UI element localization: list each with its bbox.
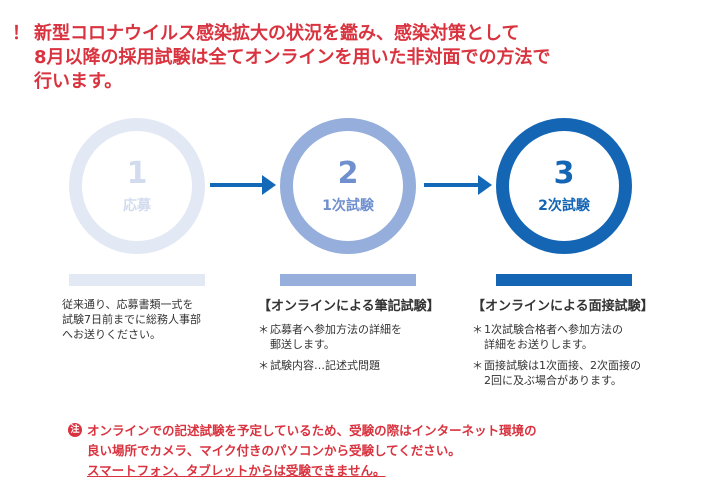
footer-line-2: 良い場所でカメラ、マイク付きのパソコンから受験してください。 — [87, 443, 461, 458]
arrow-right-icon — [210, 175, 276, 195]
asterisk-icon: ＊ — [258, 359, 269, 372]
footer-line-3: スマートフォン、タブレットからは受験できません。 — [87, 463, 386, 478]
footer-line-1: オンラインでの記述試験を予定しているため、受験の際はインターネット環境の — [87, 423, 537, 438]
step-3-bar — [496, 274, 632, 286]
step-1-description: 従来通り、応募書類一式を 試験7日前までに総務人事部 へお送りください。 — [62, 297, 201, 342]
step-1-text-line: 従来通り、応募書類一式を — [62, 298, 194, 311]
bullet-line: 2回に及ぶ場合があります。 — [484, 374, 622, 387]
exclamation-icon: ！ — [12, 23, 30, 44]
footer-note: 注 オンラインでの記述試験を予定しているため、受験の際はインターネット環境の 良… — [68, 421, 688, 481]
step-3-bullet: ＊ 1次試験合格者へ参加方法の 詳細をお送りします。 — [472, 322, 654, 352]
step-2-heading: 【オンラインによる筆記試験】 — [258, 299, 440, 314]
step-1-number: 1 — [126, 156, 148, 191]
asterisk-icon: ＊ — [258, 323, 269, 336]
step-3-number: 3 — [553, 156, 575, 191]
step-3-circle: 3 2次試験 — [496, 118, 632, 254]
bullet-line: 1次試験合格者へ参加方法の — [484, 323, 623, 336]
notice-heading: ！ 新型コロナウイルス感染拡大の状況を鑑み、感染対策として 8月以降の採用試験は… — [12, 22, 692, 94]
notice-line-1: 新型コロナウイルス感染拡大の状況を鑑み、感染対策として — [34, 23, 520, 44]
bullet-line: 郵送します。 — [270, 338, 335, 351]
arrow-right-icon — [424, 175, 492, 195]
step-1-text-line: へお送りください。 — [62, 328, 161, 341]
step-1-bar — [69, 274, 205, 286]
bullet-line: 詳細をお送りします。 — [484, 338, 593, 351]
step-2-description: 【オンラインによる筆記試験】 ＊ 応募者へ参加方法の詳細を 郵送します。 ＊ 試… — [258, 297, 440, 379]
step-3-label: 2次試験 — [538, 198, 590, 214]
asterisk-icon: ＊ — [472, 359, 483, 372]
step-3-bullet: ＊ 面接試験は1次面接、2次面接の 2回に及ぶ場合があります。 — [472, 358, 654, 388]
step-2-bullet: ＊ 応募者へ参加方法の詳細を 郵送します。 — [258, 322, 440, 352]
notice-line-2: 8月以降の採用試験は全てオンラインを用いた非対面での方法で — [34, 47, 551, 68]
step-2-label: 1次試験 — [322, 198, 374, 214]
bullet-line: 試験内容…記述式問題 — [270, 359, 380, 372]
step-1-circle: 1 応募 — [69, 118, 205, 254]
step-3-description: 【オンラインによる面接試験】 ＊ 1次試験合格者へ参加方法の 詳細をお送りします… — [472, 297, 654, 394]
bullet-line: 面接試験は1次面接、2次面接の — [484, 359, 641, 372]
step-2-bullet: ＊ 試験内容…記述式問題 — [258, 358, 440, 373]
asterisk-icon: ＊ — [472, 323, 483, 336]
step-2-bar — [280, 274, 416, 286]
notice-line-3: 行います。 — [34, 71, 123, 92]
step-2-number: 2 — [337, 156, 359, 191]
step-1-label: 応募 — [123, 198, 151, 214]
bullet-line: 応募者へ参加方法の詳細を — [270, 323, 402, 336]
note-badge-icon: 注 — [68, 423, 82, 437]
step-2-circle: 2 1次試験 — [280, 118, 416, 254]
step-1-text-line: 試験7日前までに総務人事部 — [62, 313, 201, 326]
step-3-heading: 【オンラインによる面接試験】 — [472, 299, 654, 314]
